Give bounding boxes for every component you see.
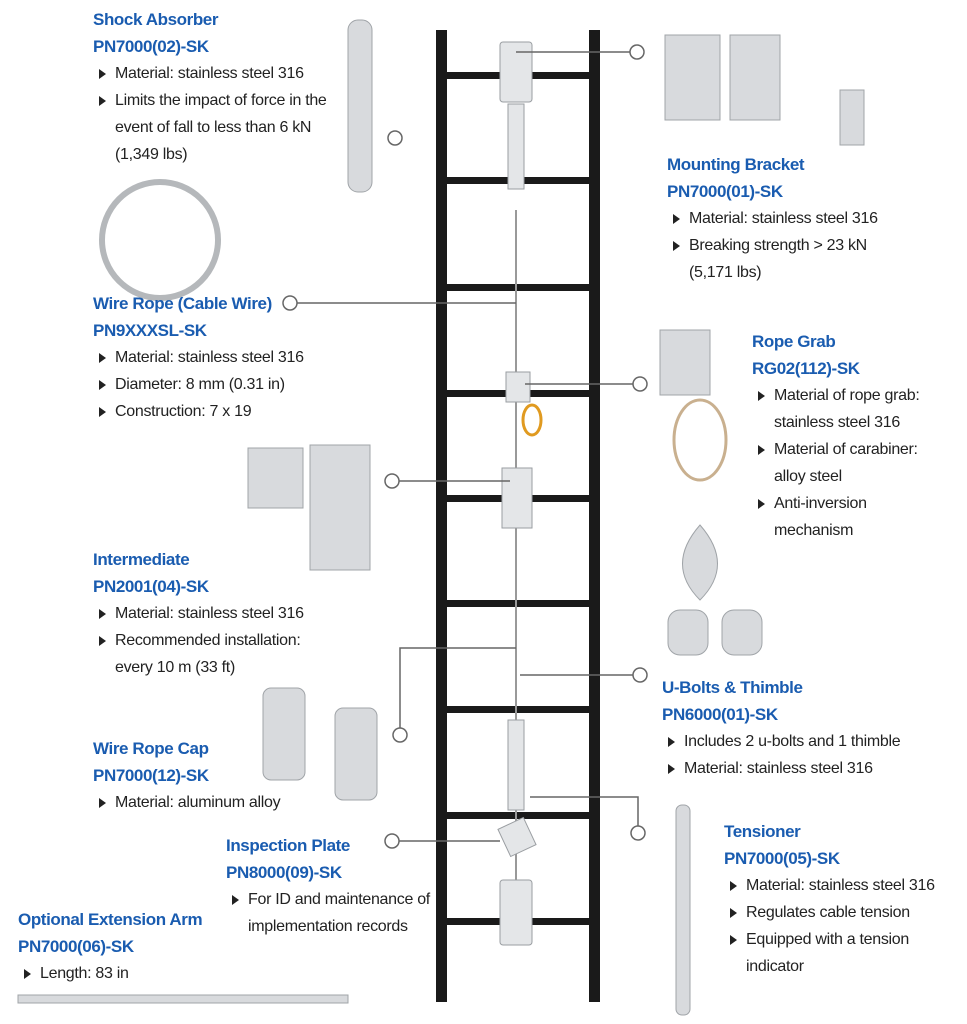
- bullet: Material: stainless steel 316: [667, 205, 878, 232]
- part-number: PN8000(09)-SK: [226, 863, 342, 882]
- bullet: Regulates cable tension: [724, 899, 935, 926]
- bullet: Material of rope grab:stainless steel 31…: [752, 382, 920, 436]
- component-inspection-plate: Inspection Plate PN8000(09)-SK For ID an…: [226, 832, 430, 940]
- title: Intermediate: [93, 550, 190, 569]
- bullet: Length: 83 in: [18, 960, 202, 987]
- title: Inspection Plate: [226, 836, 350, 855]
- rope-grab-on-ladder: [505, 371, 531, 403]
- tensioner-on-ladder: [507, 719, 525, 811]
- bullet: Material of carabiner:alloy steel: [752, 436, 919, 490]
- callouts: [282, 44, 648, 849]
- shock-absorber-image: [347, 19, 373, 193]
- bullet: Material: stainless steel 316: [724, 872, 935, 899]
- wire-rope-cap-image: [262, 687, 306, 781]
- inspection-plate-on-ladder: [497, 816, 537, 858]
- component-u-bolts-thimble: U-Bolts & Thimble PN6000(01)-SK Includes…: [662, 674, 901, 782]
- part-number: PN7000(06)-SK: [18, 937, 134, 956]
- bullet: Material: aluminum alloy: [93, 789, 281, 816]
- part-number: RG02(112)-SK: [752, 359, 860, 378]
- component-rope-grab: Rope Grab RG02(112)-SK Material of rope …: [752, 328, 920, 544]
- title: Shock Absorber: [93, 10, 219, 29]
- bullet: Recommended installation:every 10 m (33 …: [93, 627, 304, 681]
- part-number: PN7000(05)-SK: [724, 849, 840, 868]
- mounting-bracket-bottom: [499, 879, 533, 946]
- component-mounting-bracket: Mounting Bracket PN7000(01)-SK Material:…: [667, 151, 878, 286]
- bullet: Breaking strength > 23 kN(5,171 lbs): [667, 232, 878, 286]
- thimble-image: [682, 524, 718, 601]
- title: Rope Grab: [752, 332, 836, 351]
- title: U-Bolts & Thimble: [662, 678, 803, 697]
- shock-absorber-on-ladder: [507, 103, 525, 190]
- wire-rope-image: [99, 179, 221, 301]
- title: Optional Extension Arm: [18, 910, 203, 929]
- rope-grab-image: [659, 329, 711, 396]
- component-shock-absorber: Shock Absorber PN7000(02)-SK Material: s…: [93, 6, 327, 168]
- part-number: PN7000(01)-SK: [667, 182, 783, 201]
- bullet: Construction: 7 x 19: [93, 398, 304, 425]
- component-extension-arm: Optional Extension Arm PN7000(06)-SK Len…: [18, 906, 203, 987]
- intermediate-image: [247, 447, 304, 509]
- mounting-bracket-image: [664, 34, 721, 121]
- component-wire-rope-cap: Wire Rope Cap PN7000(12)-SK Material: al…: [93, 735, 281, 816]
- part-number: PN9XXXSL-SK: [93, 321, 207, 340]
- ladder-rail-left: [436, 30, 447, 1002]
- intermediate-on-ladder: [501, 467, 533, 529]
- component-intermediate: Intermediate PN2001(04)-SK Material: sta…: [93, 546, 304, 681]
- title: Wire Rope (Cable Wire): [93, 294, 272, 313]
- bullet: Includes 2 u-bolts and 1 thimble: [662, 728, 901, 755]
- bullet: Material: stainless steel 316: [662, 755, 900, 782]
- title: Mounting Bracket: [667, 155, 805, 174]
- part-number: PN6000(01)-SK: [662, 705, 778, 724]
- bullet: Diameter: 8 mm (0.31 in): [93, 371, 304, 398]
- component-wire-rope: Wire Rope (Cable Wire) PN9XXXSL-SK Mater…: [93, 290, 304, 425]
- bullet: Material: stainless steel 316: [93, 600, 304, 627]
- title: Tensioner: [724, 822, 801, 841]
- bullet: Material: stainless steel 316: [93, 344, 304, 371]
- part-number: PN2001(04)-SK: [93, 577, 209, 596]
- part-number: PN7000(02)-SK: [93, 37, 209, 56]
- bullet: Material: stainless steel 316: [93, 60, 327, 87]
- carabiner: [521, 403, 543, 437]
- component-tensioner: Tensioner PN7000(05)-SK Material: stainl…: [724, 818, 935, 980]
- u-bolt-image: [667, 609, 709, 656]
- mounting-bracket-top: [499, 41, 533, 103]
- ladder-rail-right: [589, 30, 600, 1002]
- tensioner-image: [675, 804, 691, 1016]
- part-number: PN7000(12)-SK: [93, 766, 209, 785]
- title: Wire Rope Cap: [93, 739, 209, 758]
- extension-arm-image: [17, 994, 349, 1004]
